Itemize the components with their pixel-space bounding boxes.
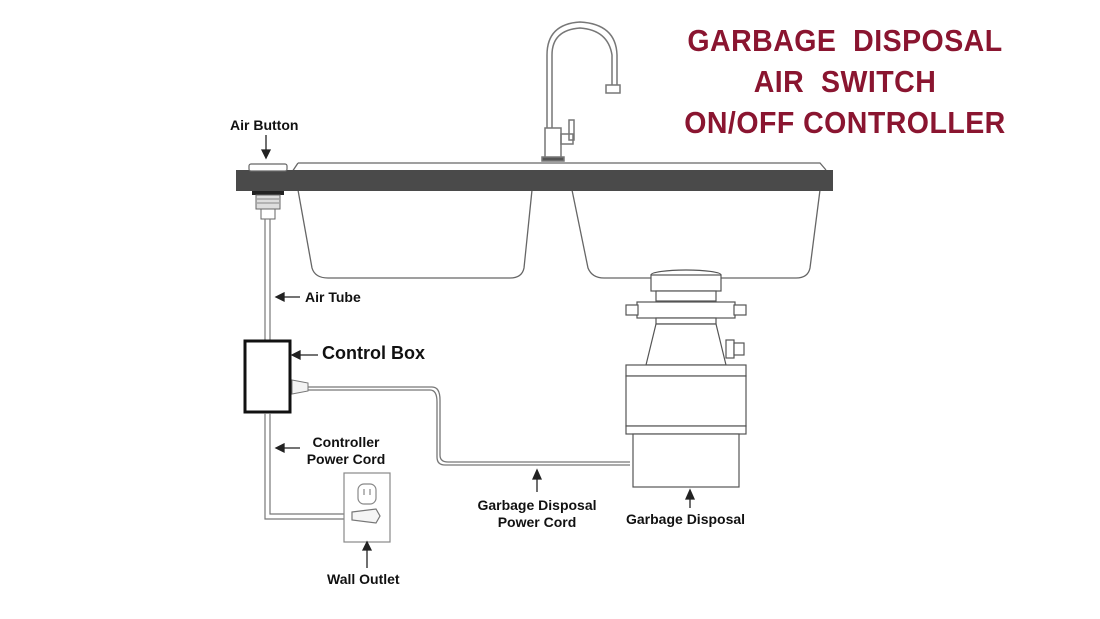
label-controller-power-cord-line-2: Power Cord xyxy=(306,451,386,467)
air-button[interactable] xyxy=(248,163,288,220)
label-controller-power-cord-line-1: Controller xyxy=(312,434,380,450)
label-air-button: Air Button xyxy=(230,117,299,133)
label-wall-outlet: Wall Outlet xyxy=(327,571,400,587)
title-line-1: GARBAGE DISPOSAL xyxy=(687,23,1003,58)
label-disposal-power-cord-line-1: Garbage Disposal xyxy=(477,497,597,513)
label-garbage-disposal: Garbage Disposal xyxy=(626,511,746,527)
control-box xyxy=(243,339,292,414)
label-air-tube: Air Tube xyxy=(305,289,361,305)
faucet xyxy=(541,21,621,162)
title-line-3: ON/OFF CONTROLLER xyxy=(684,105,1006,140)
air-tube xyxy=(264,219,271,340)
control-box-plug xyxy=(291,379,309,395)
wall-outlet xyxy=(343,472,391,543)
label-disposal-power-cord-line-2: Power Cord xyxy=(497,514,577,530)
countertop xyxy=(236,170,833,191)
title-line-2: AIR SWITCH xyxy=(753,64,937,99)
controller-power-cord xyxy=(264,413,350,520)
disposal-power-cord xyxy=(308,386,630,466)
label-disposal-power-cord: Garbage Disposal Power Cord xyxy=(467,497,607,531)
garbage-disposal xyxy=(625,269,747,488)
label-control-box: Control Box xyxy=(322,343,425,363)
label-arrows xyxy=(260,135,696,568)
label-controller-power-cord: Controller Power Cord xyxy=(300,434,392,468)
